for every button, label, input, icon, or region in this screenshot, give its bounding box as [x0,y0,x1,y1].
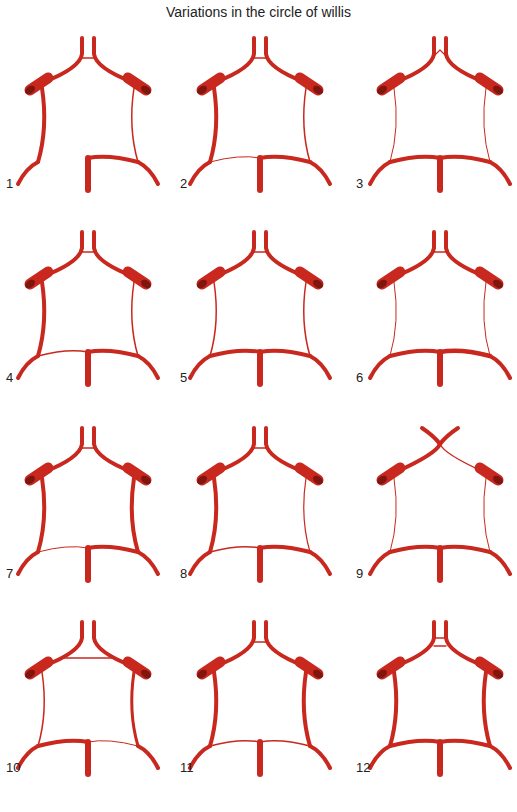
callout-number: 4 [6,370,13,385]
callout-number: 5 [180,370,187,385]
callout-number: 10 [6,760,20,775]
callout-number: 11 [180,760,194,775]
callout-number: 7 [6,566,13,581]
callout-number: 3 [356,176,363,191]
callout-number: 2 [180,176,187,191]
figure-title: Variations in the circle of willis [0,4,517,20]
callout-number: 8 [180,566,187,581]
callout-number: 1 [6,176,13,191]
callout-number: 6 [356,370,363,385]
callout-number: 12 [356,760,370,775]
callout-number: 9 [356,566,363,581]
